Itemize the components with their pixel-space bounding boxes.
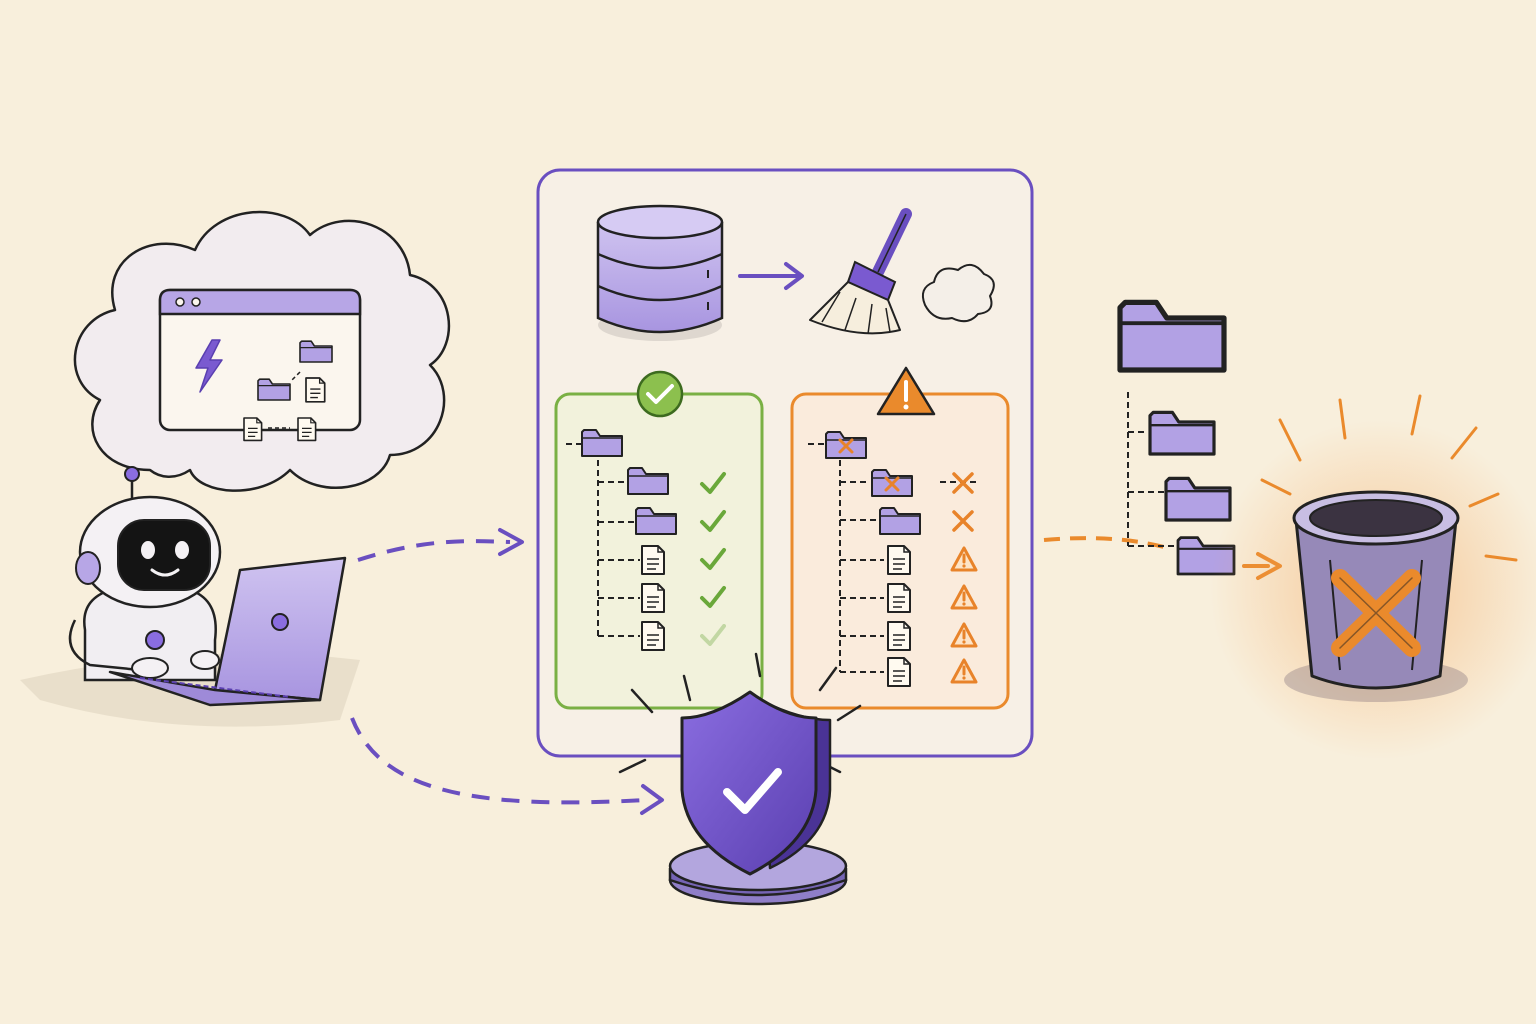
folder-tree-icon — [1120, 302, 1236, 576]
trash-can-icon — [1210, 394, 1536, 760]
folder-x-icon — [825, 431, 867, 459]
broom-icon — [809, 208, 912, 335]
shield-check-icon — [618, 652, 862, 906]
warning-triangle-icon — [876, 366, 936, 416]
robot-icon — [68, 466, 222, 682]
arrowhead-to-shield — [640, 784, 664, 815]
laptop-icon — [108, 556, 347, 707]
arrow-to-folders — [1043, 536, 1169, 550]
arrow-to-shield — [350, 717, 646, 805]
dust-cloud-icon — [921, 263, 995, 323]
risky-tree — [808, 431, 980, 687]
thought-connector — [268, 371, 301, 429]
check-circle-icon — [636, 370, 684, 418]
arrowhead-to-process — [498, 528, 524, 556]
lightning-icon — [195, 339, 223, 393]
arrow-right-icon — [738, 262, 804, 290]
safe-tree — [566, 429, 726, 651]
arrow-to-process — [357, 539, 511, 562]
database-icon — [596, 204, 724, 341]
